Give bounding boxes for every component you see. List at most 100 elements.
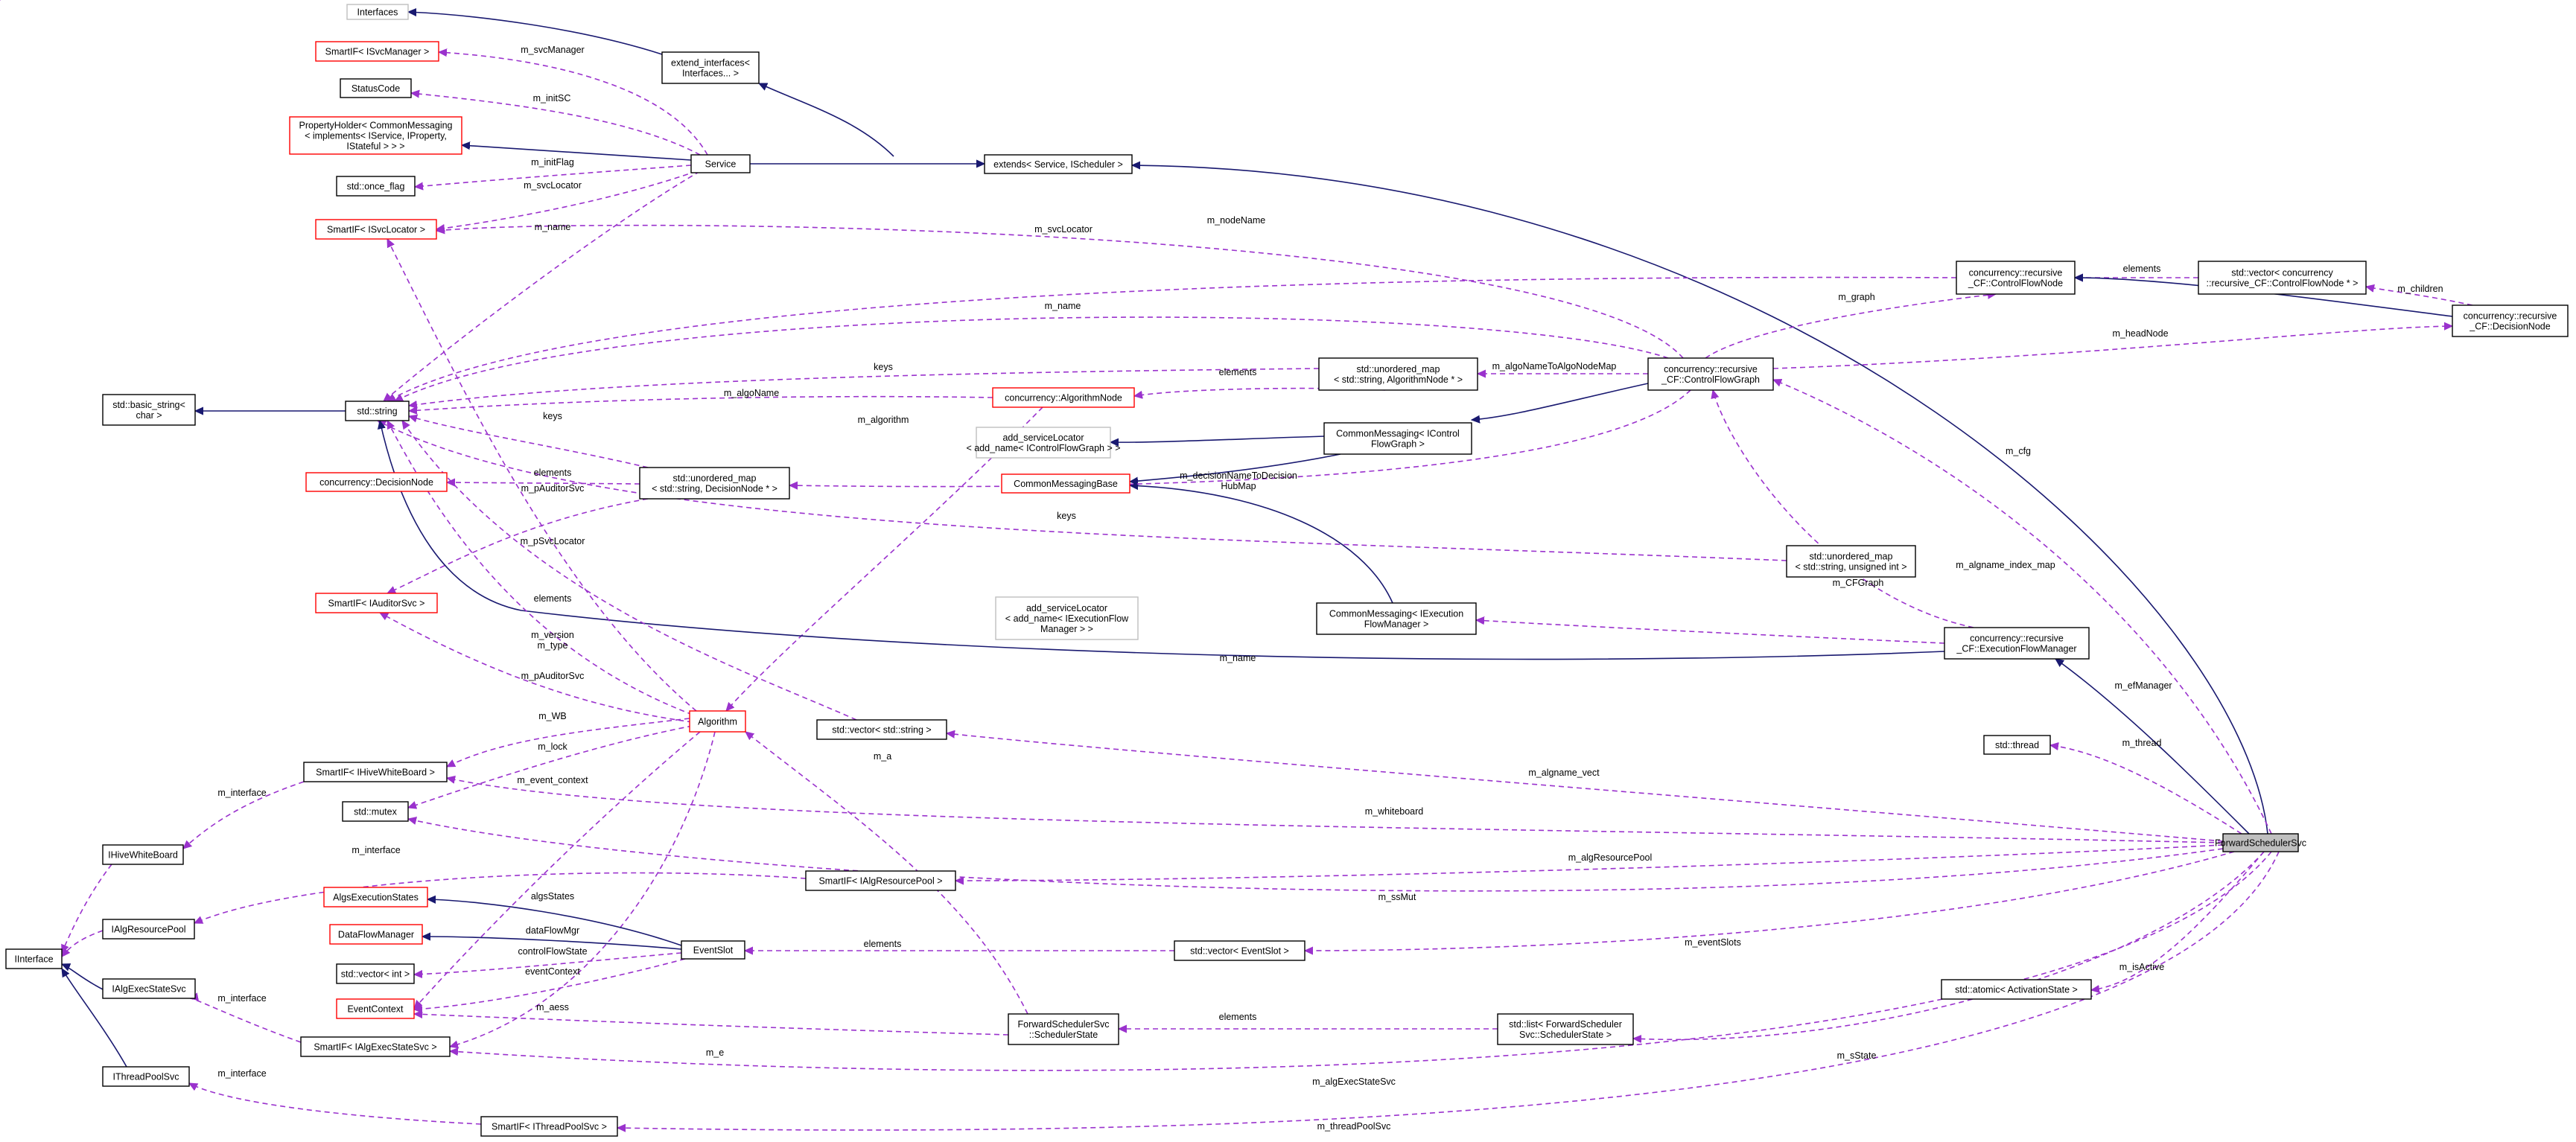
class-node-once_flag[interactable]: std::once_flag [336, 176, 416, 197]
node-box[interactable] [984, 154, 1133, 174]
node-box[interactable] [1323, 422, 1472, 455]
node-box[interactable] [336, 963, 415, 984]
class-node-eventslot[interactable]: EventSlot [681, 940, 745, 960]
class-node-add_svclocator_iefm[interactable]: add_serviceLocator< add_name< IExecution… [995, 596, 1139, 640]
node-box[interactable] [346, 4, 409, 20]
node-box[interactable] [2222, 833, 2299, 852]
class-node-basic_string[interactable]: std::basic_string<char > [102, 394, 196, 426]
class-node-cf_controlflownode[interactable]: concurrency::recursive_CF::ControlFlowNo… [1956, 261, 2076, 295]
node-box[interactable] [1316, 602, 1477, 635]
node-box[interactable] [480, 1116, 618, 1137]
class-node-iinterface[interactable]: IInterface [5, 948, 63, 969]
class-node-commonmessagingbase[interactable]: CommonMessagingBase [1001, 473, 1130, 494]
class-node-smartif_iauditorsvc[interactable]: SmartIF< IAuditorSvc > [315, 593, 438, 613]
class-node-interfaces[interactable]: Interfaces [346, 4, 409, 20]
node-box[interactable] [805, 870, 956, 891]
node-box[interactable] [102, 394, 196, 426]
class-node-smartif_ialgresourcepool[interactable]: SmartIF< IAlgResourcePool > [805, 870, 956, 891]
node-box[interactable] [102, 1066, 190, 1087]
node-box[interactable] [336, 998, 415, 1019]
class-node-ithreadpoolsvc[interactable]: IThreadPoolSvc [102, 1066, 190, 1087]
class-node-add_svclocator_icfg[interactable]: add_serviceLocator< add_name< IControlFl… [966, 427, 1121, 459]
class-node-umap_uint[interactable]: std::unordered_map< std::string, unsigne… [1786, 545, 1916, 578]
node-box[interactable] [1497, 1013, 1634, 1045]
node-box[interactable] [336, 176, 416, 197]
node-box[interactable] [816, 719, 947, 740]
class-node-std_string[interactable]: std::string [345, 401, 410, 421]
node-box[interactable] [995, 596, 1139, 640]
node-box[interactable] [639, 467, 790, 500]
node-box[interactable] [342, 801, 409, 822]
node-box[interactable] [315, 219, 437, 240]
class-node-std_thread[interactable]: std::thread [1983, 735, 2051, 755]
class-node-cf_decisionnode[interactable]: concurrency::recursive_CF::DecisionNode [2452, 304, 2569, 337]
node-box[interactable] [2198, 261, 2367, 295]
class-node-propertyholder[interactable]: PropertyHolder< CommonMessaging< impleme… [289, 116, 462, 155]
class-node-algorithmnode[interactable]: concurrency::AlgorithmNode [992, 387, 1135, 408]
class-node-smartif_ihivewhiteboard[interactable]: SmartIF< IHiveWhiteBoard > [303, 762, 448, 782]
node-box[interactable] [1983, 735, 2051, 755]
class-node-algsexecutionstates[interactable]: AlgsExecutionStates [323, 887, 428, 907]
node-box[interactable] [681, 940, 745, 960]
class-node-ialgresourcepool[interactable]: IAlgResourcePool [102, 919, 195, 940]
class-node-umap_decisionnode[interactable]: std::unordered_map< std::string, Decisio… [639, 467, 790, 500]
node-box[interactable] [1786, 545, 1916, 578]
class-node-vector_string[interactable]: std::vector< std::string > [816, 719, 947, 740]
class-node-atomic_activationstate[interactable]: std::atomic< ActivationState > [1941, 979, 2092, 1000]
class-node-commonmsg_icfg[interactable]: CommonMessaging< IControlFlowGraph > [1323, 422, 1472, 455]
class-node-statuscode[interactable]: StatusCode [340, 78, 412, 98]
node-box[interactable] [1956, 261, 2076, 295]
node-box[interactable] [102, 978, 196, 999]
class-node-extend_interfaces[interactable]: extend_interfaces<Interfaces... > [661, 51, 760, 84]
node-box[interactable] [5, 948, 63, 969]
node-box[interactable] [300, 1036, 451, 1057]
class-node-cf_executionflowmanager[interactable]: concurrency::recursive_CF::ExecutionFlow… [1944, 627, 2090, 660]
class-node-decisionnode[interactable]: concurrency::DecisionNode [305, 472, 448, 492]
class-node-algorithm[interactable]: Algorithm [689, 710, 746, 733]
class-node-eventcontext[interactable]: EventContext [336, 998, 415, 1019]
class-node-smartif_ithreadpoolsvc[interactable]: SmartIF< IThreadPoolSvc > [480, 1116, 618, 1137]
node-box[interactable] [2452, 304, 2569, 337]
class-node-list_schedulerstate[interactable]: std::list< ForwardSchedulerSvc::Schedule… [1497, 1013, 1634, 1045]
node-box[interactable] [329, 924, 423, 945]
class-node-vector_int[interactable]: std::vector< int > [336, 963, 415, 984]
class-node-umap_algonode[interactable]: std::unordered_map< std::string, Algorit… [1318, 357, 1478, 391]
node-box[interactable] [1008, 1013, 1119, 1045]
node-box[interactable] [992, 387, 1135, 408]
node-box[interactable] [1944, 627, 2090, 660]
class-node-service[interactable]: Service [690, 154, 751, 173]
node-box[interactable] [289, 116, 462, 155]
class-node-extends_service[interactable]: extends< Service, IScheduler > [984, 154, 1133, 174]
node-box[interactable] [315, 593, 438, 613]
class-node-schedulerstate[interactable]: ForwardSchedulerSvc::SchedulerState [1008, 1013, 1119, 1045]
node-box[interactable] [1318, 357, 1478, 391]
node-box[interactable] [1001, 473, 1130, 494]
node-box[interactable] [690, 154, 751, 173]
node-box[interactable] [976, 427, 1111, 459]
class-node-smartif_isvclocator[interactable]: SmartIF< ISvcLocator > [315, 219, 437, 240]
node-box[interactable] [1941, 979, 2092, 1000]
node-box[interactable] [303, 762, 448, 782]
node-box[interactable] [689, 710, 746, 733]
class-node-vector_cfnode[interactable]: std::vector< concurrency::recursive_CF::… [2198, 261, 2367, 295]
node-box[interactable] [340, 78, 412, 98]
node-box[interactable] [661, 51, 760, 84]
class-node-forwardschedulersvc[interactable]: ForwardSchedulerSvc [2215, 833, 2306, 852]
node-box[interactable] [1174, 940, 1306, 961]
class-node-ihivewhiteboard[interactable]: IHiveWhiteBoard [102, 844, 184, 865]
class-node-smartif_ialgexecstatesvc[interactable]: SmartIF< IAlgExecStateSvc > [300, 1036, 451, 1057]
class-node-cf_controlflowgraph[interactable]: concurrency::recursive_CF::ControlFlowGr… [1647, 357, 1774, 391]
node-box[interactable] [1647, 357, 1774, 391]
class-node-dataflowmanager[interactable]: DataFlowManager [329, 924, 423, 945]
node-box[interactable] [102, 919, 195, 940]
node-box[interactable] [102, 844, 184, 865]
class-node-vector_eventslot[interactable]: std::vector< EventSlot > [1174, 940, 1306, 961]
node-box[interactable] [345, 401, 410, 421]
class-node-std_mutex[interactable]: std::mutex [342, 801, 409, 822]
node-box[interactable] [315, 41, 439, 62]
class-node-ialgexecstatesvc[interactable]: IAlgExecStateSvc [102, 978, 196, 999]
node-box[interactable] [305, 472, 448, 492]
node-box[interactable] [323, 887, 428, 907]
class-node-smartif_isvcmanager[interactable]: SmartIF< ISvcManager > [315, 41, 439, 62]
